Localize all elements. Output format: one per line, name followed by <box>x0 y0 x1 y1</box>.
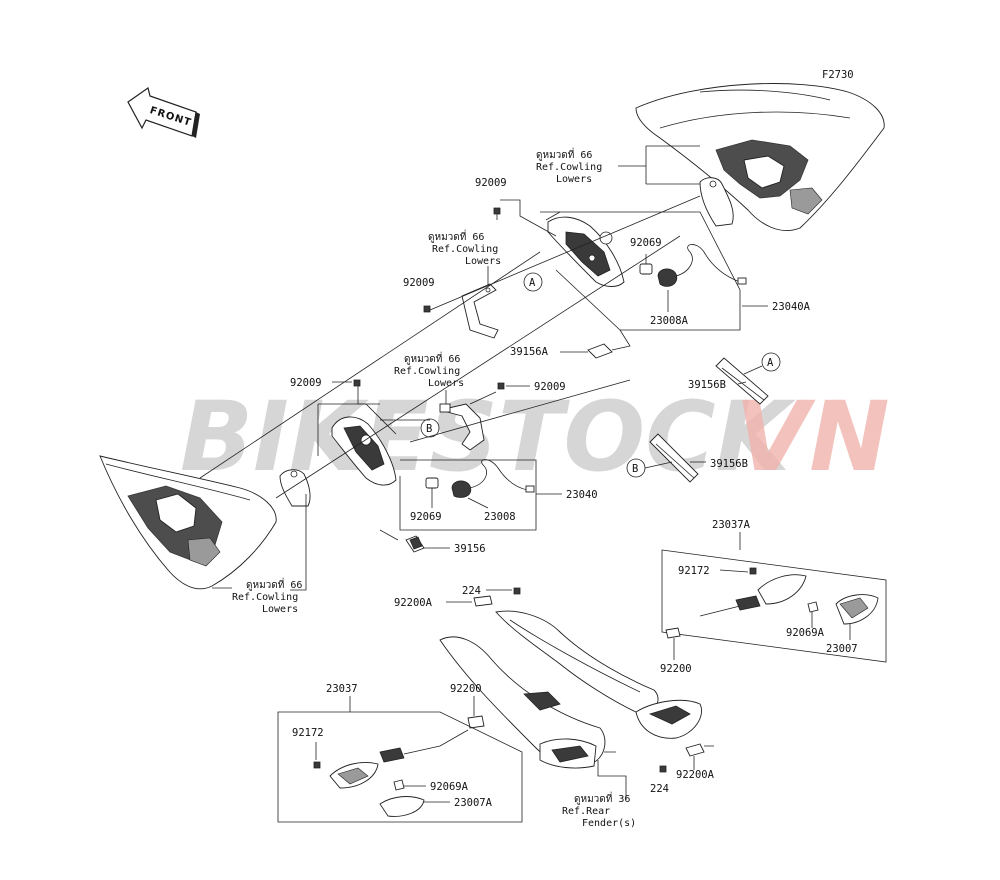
label-39156b-lower: 39156B <box>710 458 748 470</box>
ref-cowling-lower-line1: ดูหมวดที่ 66 <box>246 577 302 591</box>
label-92009-mid: 92009 <box>403 277 435 289</box>
callout-b-mid-text: B <box>426 423 432 435</box>
label-92200a-upper: 92200A <box>394 597 433 609</box>
part-92200-left: 92200 <box>450 683 485 729</box>
label-224-upper: 224 <box>462 585 481 597</box>
part-39156a: 39156A <box>510 329 631 359</box>
label-23008: 23008 <box>484 511 516 523</box>
part-39156b-lower: B 39156B <box>626 433 748 483</box>
label-92009-lower-left: 92009 <box>290 377 322 389</box>
ref-cowling-mid-upper: ดูหมวดที่ 66 Ref.Cowling Lowers <box>428 229 501 290</box>
side-cowling-right <box>635 83 885 231</box>
part-92069-upper: 92069 <box>630 237 662 275</box>
part-92009-lower-left: 92009 <box>290 377 380 405</box>
label-92172-left: 92172 <box>292 727 324 739</box>
label-39156b-upper: 39156B <box>688 379 726 391</box>
ref-cowling-middle: ดูหมวดที่ 66 Ref.Cowling Lowers <box>394 351 464 406</box>
label-92172-right: 92172 <box>678 565 710 577</box>
label-92200-right: 92200 <box>660 663 692 675</box>
part-92200a-upper: 92200A <box>394 595 493 609</box>
label-23008a: 23008A <box>650 315 689 327</box>
ref-cowling-lower-line3: Lowers <box>262 604 298 615</box>
ref-fender-line2: Ref.Rear <box>562 806 610 817</box>
label-23037: 23037 <box>326 683 358 695</box>
part-224-upper: 224 <box>462 585 521 597</box>
part-39156: 39156 <box>379 529 486 555</box>
part-23037a: 23037A 92172 92069A 23007 <box>661 519 887 663</box>
callout-b-mid: B <box>420 418 440 438</box>
label-39156: 39156 <box>454 543 486 555</box>
front-arrow-icon: FRONT <box>127 87 200 138</box>
callout-a-right-text: A <box>767 357 774 369</box>
label-92069-upper: 92069 <box>630 237 662 249</box>
bracket-tab-upper <box>699 177 734 227</box>
ref-fender-line1: ดูหมวดที่ 36 <box>574 791 630 805</box>
part-92009-upper: 92009 <box>475 177 557 237</box>
ref-cowling-middle-line1: ดูหมวดที่ 66 <box>404 351 460 365</box>
part-92200-right: 92200 <box>660 627 692 675</box>
part-23008: 23008 <box>451 459 535 523</box>
label-92009-lower-right: 92009 <box>534 381 566 393</box>
label-23040: 23040 <box>566 489 598 501</box>
rear-fender-unit <box>439 610 702 769</box>
side-cowling-left <box>99 455 277 590</box>
part-224-lower: 224 <box>650 765 669 795</box>
part-23040: 23040 <box>399 459 598 531</box>
label-39156a: 39156A <box>510 346 549 358</box>
label-92200a-lower: 92200A <box>676 769 715 781</box>
part-39156b-upper: A 39156B <box>688 352 781 405</box>
label-23040a: 23040A <box>772 301 811 313</box>
label-92069-lower: 92069 <box>410 511 442 523</box>
part-92009-lower-right: 92009 <box>497 381 566 393</box>
callout-a-upper: A <box>523 272 543 292</box>
ref-cowling-mid-line3: Lowers <box>465 256 501 267</box>
label-92200-left: 92200 <box>450 683 482 695</box>
part-92009-mid: 92009 <box>403 195 701 313</box>
ref-cowling-lower: ดูหมวดที่ 66 Ref.Cowling Lowers <box>212 494 307 615</box>
label-23007: 23007 <box>826 643 858 655</box>
callout-b-right-text: B <box>632 463 638 475</box>
ref-cowling-middle-line3: Lowers <box>428 378 464 389</box>
ref-rear-fender: ดูหมวดที่ 36 Ref.Rear Fender(s) <box>562 751 636 829</box>
ref-fender-line3: Fender(s) <box>582 818 636 829</box>
ref-cowling-mid-line2: Ref.Cowling <box>432 244 498 255</box>
diagram-code: F2730 <box>822 69 854 81</box>
ref-cowling-upper-line1: ดูหมวดที่ 66 <box>536 147 592 161</box>
label-23007a: 23007A <box>454 797 493 809</box>
bracket-tab-lower <box>279 469 311 507</box>
ref-cowling-upper: ดูหมวดที่ 66 Ref.Cowling Lowers <box>536 145 700 185</box>
mirror-mount-upper <box>545 211 625 287</box>
label-224-lower: 224 <box>650 783 669 795</box>
ref-cowling-upper-line2: Ref.Cowling <box>536 162 602 173</box>
part-23040a: 23040A <box>540 211 811 331</box>
part-23037: 23037 92172 92069A 23007A <box>277 683 523 823</box>
ref-cowling-upper-line3: Lowers <box>556 174 592 185</box>
callout-a-upper-text: A <box>529 277 536 289</box>
ref-cowling-mid-line1: ดูหมวดที่ 66 <box>428 229 484 243</box>
ref-cowling-middle-line2: Ref.Cowling <box>394 366 460 377</box>
ref-cowling-lower-line2: Ref.Cowling <box>232 592 298 603</box>
label-92069a-right: 92069A <box>786 627 825 639</box>
label-92009-upper: 92009 <box>475 177 507 189</box>
part-92200a-lower: 92200A <box>676 743 715 781</box>
watermark-text-gray: BIKESTOCK <box>180 381 797 493</box>
label-92069a-left: 92069A <box>430 781 469 793</box>
stay-bracket-lower <box>439 391 497 451</box>
mirror-mount-lower <box>317 403 397 486</box>
leader-lines <box>199 235 681 499</box>
part-23008a: 23008A <box>650 244 747 327</box>
label-23037a: 23037A <box>712 519 751 531</box>
part-92069-lower: 92069 <box>410 477 442 523</box>
